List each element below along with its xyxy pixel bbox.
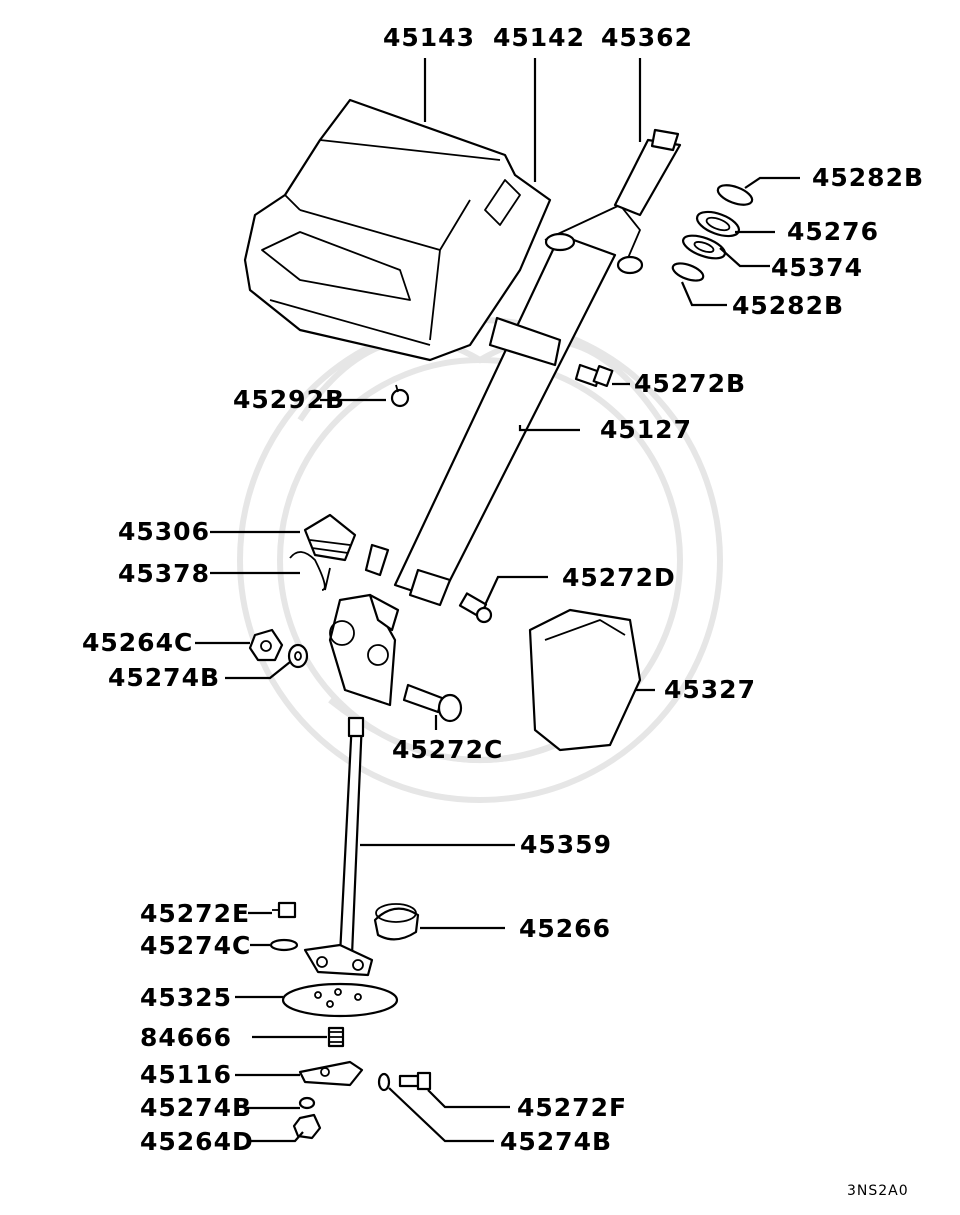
- label-45272D: 45272D: [562, 563, 676, 592]
- diagram-code: 3NS2A0: [847, 1183, 909, 1199]
- label-45127: 45127: [600, 415, 692, 444]
- label-45362: 45362: [601, 23, 693, 52]
- bolt-45272E: [272, 901, 297, 919]
- label-45276: 45276: [787, 217, 879, 246]
- column-tube: [364, 204, 644, 607]
- joint-bracket: [328, 593, 400, 707]
- label-45282B-top: 45282B: [812, 163, 924, 192]
- label-45272B: 45272B: [634, 369, 746, 398]
- label-45282B-bottom: 45282B: [732, 291, 844, 320]
- label-45274C: 45274C: [140, 931, 251, 960]
- washer-45374: [681, 234, 727, 260]
- snap-ring-bottom: [671, 262, 705, 282]
- label-45325: 45325: [140, 983, 232, 1012]
- bolt-45272B: [574, 363, 614, 388]
- label-45378: 45378: [118, 559, 210, 588]
- label-45327: 45327: [664, 675, 756, 704]
- nut-45264D: [292, 1113, 322, 1140]
- label-45264D: 45264D: [140, 1127, 254, 1156]
- clip-45378: [289, 551, 331, 591]
- label-45266: 45266: [519, 914, 611, 943]
- label-45272C: 45272C: [392, 735, 503, 764]
- lower-shaft-45359: [338, 716, 365, 957]
- bolt-45272D: [458, 592, 493, 624]
- bolt-45272C: [402, 683, 463, 723]
- label-45272F: 45272F: [517, 1093, 627, 1122]
- screw-45292B: [390, 384, 410, 408]
- label-84666: 84666: [140, 1023, 232, 1052]
- column-cover-upper: [243, 98, 552, 362]
- part-labels: 45143 45142 45362 45282B 45276 45374 452…: [82, 23, 924, 1199]
- boot-45306: [303, 513, 357, 562]
- washer-45274B-right: [377, 1072, 391, 1092]
- snap-ring-top: [716, 184, 754, 206]
- label-45272E: 45272E: [140, 899, 250, 928]
- label-45274B-low: 45274B: [140, 1093, 252, 1122]
- label-45116: 45116: [140, 1060, 232, 1089]
- lower-cover-45327: [528, 608, 642, 752]
- main-shaft-top: [613, 128, 682, 217]
- spring-84666: [327, 1026, 345, 1048]
- washer-45274B-mid: [287, 643, 309, 669]
- washer-45274B-low: [298, 1096, 316, 1110]
- label-45306: 45306: [118, 517, 210, 546]
- label-45264C: 45264C: [82, 628, 193, 657]
- bolt-45272F: [398, 1071, 432, 1091]
- label-45142: 45142: [493, 23, 585, 52]
- label-45359: 45359: [520, 830, 612, 859]
- label-45374: 45374: [771, 253, 863, 282]
- bracket-45116: [298, 1060, 364, 1087]
- flange-block: [303, 943, 374, 977]
- leader-lines: [195, 58, 800, 1143]
- label-45143: 45143: [383, 23, 475, 52]
- label-45274B-mid: 45274B: [108, 663, 220, 692]
- label-45274B-bottom: 45274B: [500, 1127, 612, 1156]
- cap-45266: [373, 903, 420, 941]
- washer-45274C: [269, 938, 299, 952]
- nut-45264C: [248, 628, 284, 662]
- label-45292B: 45292B: [233, 385, 345, 414]
- plate-45325: [281, 982, 399, 1018]
